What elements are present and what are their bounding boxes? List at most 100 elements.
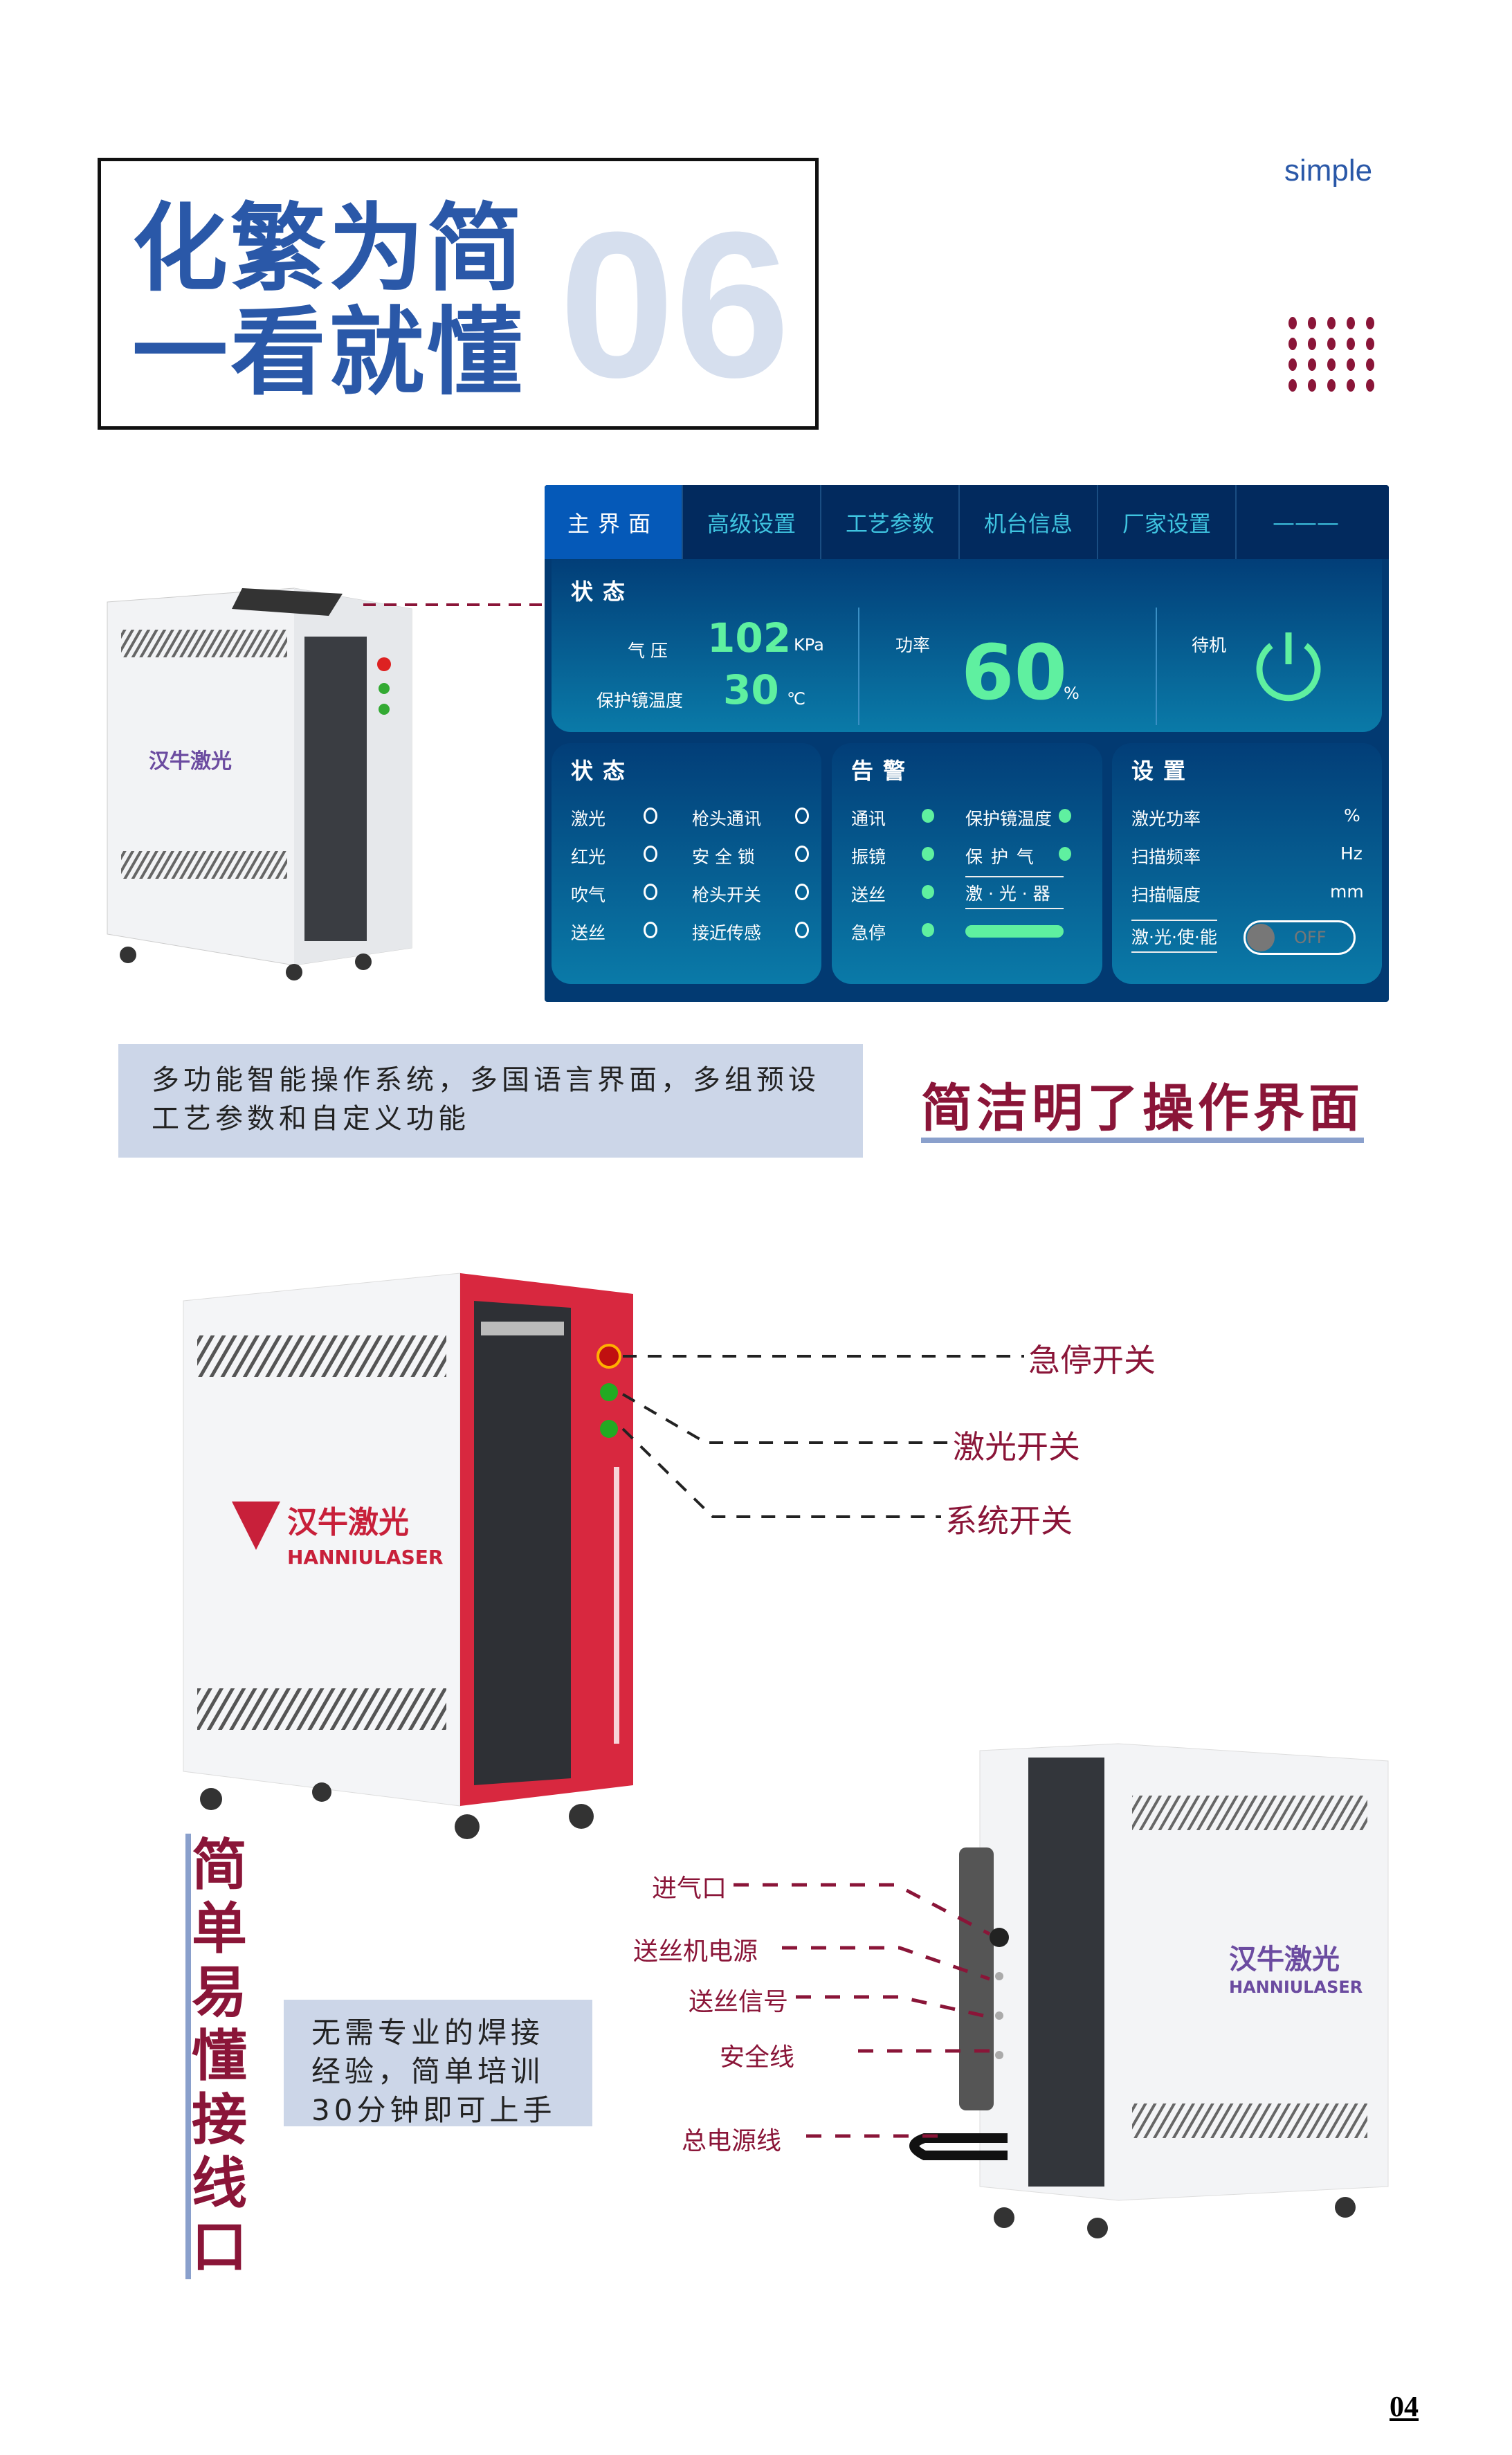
indicator-on	[922, 847, 934, 861]
power-value: 60	[961, 628, 1068, 717]
tab-advanced[interactable]: 高级设置	[683, 485, 821, 559]
svg-text:HANNIULASER: HANNIULASER	[1229, 1978, 1363, 1997]
tab-main[interactable]: 主界面	[545, 485, 683, 559]
svg-text:HANNIULASER: HANNIULASER	[287, 1546, 444, 1569]
status-gun-switch: 枪头开关	[692, 885, 762, 905]
pressure-unit: KPa	[794, 635, 824, 655]
indicator-off	[644, 922, 657, 938]
tab-factory[interactable]: 厂家设置	[1098, 485, 1237, 559]
label-main-power: 总电源线	[682, 2127, 782, 2155]
alarm-wire: 送丝	[851, 885, 886, 905]
section-number: 06	[559, 188, 790, 421]
pointer-line	[363, 603, 545, 606]
status-gun-comm: 枪头通讯	[692, 809, 762, 829]
dots-decoration	[1288, 317, 1377, 392]
laser-switch	[600, 1383, 618, 1401]
title-line-1: 化繁为简	[132, 193, 526, 304]
status-card-heading: 状态	[571, 758, 635, 784]
pressure-value: 102	[707, 614, 792, 661]
setting-laser-power[interactable]: 激光功率	[1131, 809, 1201, 829]
status-redlight: 红光	[571, 847, 606, 867]
vertical-title-char: 线	[192, 2151, 247, 2216]
vertical-title-char: 易	[192, 1960, 247, 2025]
vertical-title-char: 简	[192, 1833, 247, 1897]
alarm-lens-temp: 保护镜温度	[965, 809, 1053, 829]
indicator-on	[1059, 847, 1071, 861]
alarm-card: 告警 通讯 振镜 送丝 急停 保护镜温度 保 护 气 激 · 光 · 器	[832, 743, 1102, 984]
machine-image-front: 汉牛激光 HANNIULASER	[183, 1272, 633, 1839]
setting-scan-freq[interactable]: 扫描频率	[1131, 847, 1201, 867]
tab-machine-info[interactable]: 机台信息	[960, 485, 1098, 559]
indicator-on	[922, 923, 934, 937]
caption-box: 多功能智能操作系统，多国语言界面，多组预设工艺参数和自定义功能	[118, 1044, 863, 1158]
alarm-heading: 告警	[851, 758, 916, 784]
label-wire-feeder-power: 送丝机电源	[633, 1937, 758, 1966]
label-system-switch: 系统开关	[945, 1502, 1073, 1540]
standby-label: 待机	[1192, 635, 1227, 655]
indicator-off	[644, 846, 657, 862]
vertical-title: 简单易懂接线口	[185, 1834, 248, 2279]
title-line-2: 一看就懂	[132, 297, 526, 408]
status-laser: 激光	[571, 809, 606, 829]
indicator-off	[644, 884, 657, 900]
vertical-title-char: 懂	[192, 2024, 247, 2088]
status-air: 吹气	[571, 885, 606, 905]
alarm-laser: 激 · 光 · 器	[965, 876, 1064, 909]
status-proximity: 接近传感	[692, 923, 762, 943]
power-label: 功率	[895, 635, 931, 655]
toggle-state: OFF	[1294, 928, 1327, 947]
setting-scan-width[interactable]: 扫描幅度	[1131, 885, 1201, 905]
settings-heading: 设置	[1131, 758, 1196, 784]
settings-card: 设置 激光功率 % 扫描频率 Hz 扫描幅度 mm 激·光·使·能 OFF	[1112, 743, 1382, 984]
temp-value: 30	[723, 666, 779, 713]
status-card: 状态 激光 红光 吹气 送丝 枪头通讯 安 全 锁 枪头开关 接近传感	[552, 743, 821, 984]
power-icon[interactable]	[1250, 628, 1327, 704]
brand-logo: 汉牛激光	[149, 749, 232, 774]
note-box: 无需专业的焊接经验，简单培训30分钟即可上手	[284, 2000, 592, 2127]
label-air-inlet: 进气口	[652, 1874, 727, 1903]
alarm-bar	[965, 925, 1064, 938]
status-safety-lock: 安 全 锁	[692, 847, 755, 867]
indicator-off	[644, 807, 657, 824]
laser-enable-label: 激·光·使·能	[1131, 920, 1217, 953]
setting-unit: mm	[1330, 882, 1364, 902]
system-switch	[600, 1420, 618, 1438]
machine-image-control: 汉牛激光	[107, 587, 412, 980]
temp-unit: ℃	[787, 689, 805, 709]
page-number: 04	[1390, 2391, 1419, 2423]
vertical-title-char: 口	[192, 2215, 247, 2279]
temp-label: 保护镜温度	[596, 691, 684, 711]
setting-unit: %	[1344, 805, 1360, 825]
tab-more[interactable]: ———	[1273, 509, 1339, 536]
status-summary-card: 状态 气 压 102 KPa 保护镜温度 30 ℃ 功率 60 % 待机	[552, 559, 1382, 732]
headline: 简洁明了操作界面	[921, 1079, 1364, 1143]
indicator-on	[922, 809, 934, 823]
alarm-comm: 通讯	[851, 809, 886, 829]
alarm-shield-gas: 保 护 气	[965, 847, 1035, 867]
power-unit: %	[1064, 684, 1080, 703]
section-tag: simple	[1284, 154, 1373, 188]
alarm-galvo: 振镜	[851, 847, 886, 867]
status-heading: 状态	[571, 578, 635, 605]
vertical-title-char: 接	[192, 2088, 247, 2152]
title-box: 化繁为简 一看就懂	[98, 158, 819, 430]
vertical-title-char: 单	[192, 1897, 247, 1961]
tab-bar: 主界面 高级设置 工艺参数 机台信息 厂家设置 ———	[545, 485, 1389, 559]
status-wire: 送丝	[571, 923, 606, 943]
label-emergency-stop: 急停开关	[1028, 1342, 1156, 1379]
label-laser-switch: 激光开关	[953, 1428, 1080, 1466]
brand-logo: 汉牛激光	[1229, 1944, 1340, 1975]
indicator-on	[922, 885, 934, 899]
laser-enable-toggle[interactable]: OFF	[1244, 920, 1356, 955]
machine-image-rear: 汉牛激光 HANNIULASER	[909, 1743, 1389, 2238]
control-ui-panel: 主界面 高级设置 工艺参数 机台信息 厂家设置 ——— 状态 气 压 102 K…	[545, 485, 1389, 1002]
indicator-off	[795, 884, 809, 900]
label-wire-feed-signal: 送丝信号	[689, 1988, 789, 2016]
alarm-estop: 急停	[851, 923, 886, 943]
indicator-off	[795, 807, 809, 824]
brand-logo: 汉牛激光	[287, 1505, 409, 1540]
front-pointer-lines	[621, 1355, 1024, 1518]
label-safety-line: 安全线	[720, 2043, 795, 2072]
tab-process[interactable]: 工艺参数	[821, 485, 960, 559]
pressure-label: 气 压	[628, 641, 668, 661]
